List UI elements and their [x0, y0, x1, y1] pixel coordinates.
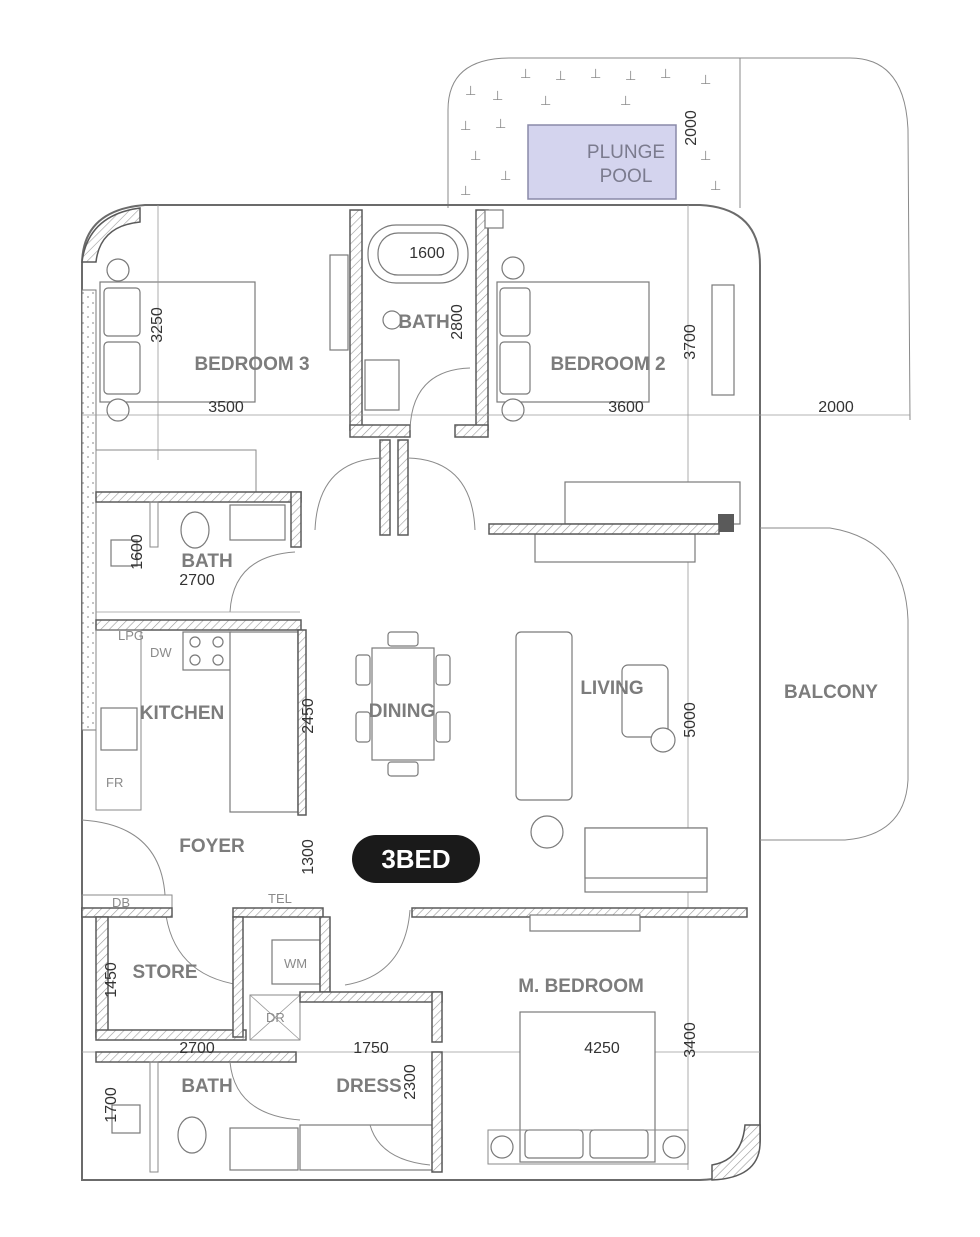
room-label-dress: DRESS [336, 1076, 401, 1097]
svg-text:⊥: ⊥ [500, 168, 511, 183]
svg-text:⊥: ⊥ [460, 183, 471, 198]
store-wm [95, 916, 443, 1043]
svg-text:⊥: ⊥ [540, 93, 551, 108]
fixture-wm: WM [284, 956, 307, 971]
room-label-master-bedroom: M. BEDROOM [518, 976, 644, 997]
planting-marks: ⊥ ⊥ ⊥ ⊥ ⊥ ⊥ ⊥ ⊥ ⊥ ⊥ ⊥ ⊥ ⊥ ⊥ ⊥ ⊥ ⊥ [460, 66, 721, 198]
plunge-pool-label-1: PLUNGE [587, 142, 665, 163]
master-bed [487, 1011, 689, 1165]
dim-pool-depth: 2000 [683, 110, 700, 146]
dim-bath-bottom-width: 2700 [179, 1040, 215, 1057]
bedroom3-furniture [99, 254, 349, 422]
bath-left-walls [95, 491, 302, 613]
dim-bedroom3-depth: 3250 [149, 307, 166, 343]
svg-text:⊥: ⊥ [465, 83, 476, 98]
bedroom2-furniture [496, 256, 735, 422]
svg-text:⊥: ⊥ [590, 66, 601, 81]
dim-master-depth: 3400 [682, 1022, 699, 1058]
room-label-living: LIVING [580, 678, 643, 699]
dim-bedroom2-depth: 3700 [682, 324, 699, 360]
fixture-tel: TEL [268, 891, 292, 906]
svg-text:⊥: ⊥ [492, 88, 503, 103]
living-furniture [515, 631, 708, 893]
fixture-db: DB [112, 895, 130, 910]
unit-type-badge: 3BED [352, 835, 480, 883]
middle-walls [81, 907, 748, 932]
dim-master-width: 4250 [584, 1040, 620, 1057]
bath-top-walls [349, 209, 504, 438]
dim-balcony-width: 2000 [818, 399, 854, 416]
dim-foyer-depth: 1300 [300, 839, 317, 875]
svg-text:⊥: ⊥ [700, 148, 711, 163]
dim-dress-depth: 2300 [402, 1064, 419, 1100]
dim-bath-top-depth: 2800 [449, 304, 466, 340]
fixture-fr: FR [106, 775, 123, 790]
exterior-walls [81, 204, 761, 1181]
closet-row [95, 439, 741, 563]
room-label-bath-bottom: BATH [181, 1076, 232, 1097]
svg-text:⊥: ⊥ [555, 68, 566, 83]
fixture-lpg: LPG [118, 628, 144, 643]
kitchen-area [95, 619, 307, 816]
dining-table [355, 631, 451, 777]
fixture-dw: DW [150, 645, 172, 660]
room-label-bath-left: BATH [181, 551, 232, 572]
pool-terrace: ⊥ ⊥ ⊥ ⊥ ⊥ ⊥ ⊥ ⊥ ⊥ ⊥ ⊥ ⊥ ⊥ ⊥ ⊥ ⊥ ⊥ PLUNGE POOL 2000 [447, 57, 911, 421]
svg-text:⊥: ⊥ [625, 68, 636, 83]
room-label-dining: DINING [369, 701, 436, 722]
dim-dress-width: 1750 [353, 1040, 389, 1057]
svg-text:⊥: ⊥ [660, 66, 671, 81]
svg-text:⊥: ⊥ [710, 178, 721, 193]
svg-text:⊥: ⊥ [700, 72, 711, 87]
dim-bath-top-tub: 1600 [409, 245, 445, 262]
dim-store-depth: 1450 [103, 962, 120, 998]
dim-bath-left-width: 2700 [179, 572, 215, 589]
svg-text:⊥: ⊥ [460, 118, 471, 133]
room-label-foyer: FOYER [179, 836, 245, 857]
room-label-store: STORE [132, 962, 197, 983]
plunge-pool-label-2: POOL [600, 166, 653, 187]
svg-text:⊥: ⊥ [520, 66, 531, 81]
balcony-outline [760, 527, 909, 841]
fixture-dr: DR [266, 1010, 285, 1025]
room-label-bedroom3: BEDROOM 3 [194, 354, 309, 375]
plunge-pool [527, 124, 677, 200]
dim-bedroom3-width: 3500 [208, 399, 244, 416]
room-label-balcony: BALCONY [784, 682, 878, 703]
room-label-bath-top: BATH [398, 312, 449, 333]
svg-text:⊥: ⊥ [495, 116, 506, 131]
room-label-kitchen: KITCHEN [140, 703, 224, 724]
bath-bottom [82, 1051, 760, 1173]
svg-text:⊥: ⊥ [470, 148, 481, 163]
dim-bedroom2-width: 3600 [608, 399, 644, 416]
dim-living-depth: 5000 [682, 702, 699, 738]
dim-kitchen-depth: 2450 [300, 698, 317, 734]
dim-bath-left-depth: 1600 [129, 534, 146, 570]
dim-bath-bottom-depth: 1700 [103, 1087, 120, 1123]
room-label-bedroom2: BEDROOM 2 [550, 354, 665, 375]
svg-text:⊥: ⊥ [620, 93, 631, 108]
